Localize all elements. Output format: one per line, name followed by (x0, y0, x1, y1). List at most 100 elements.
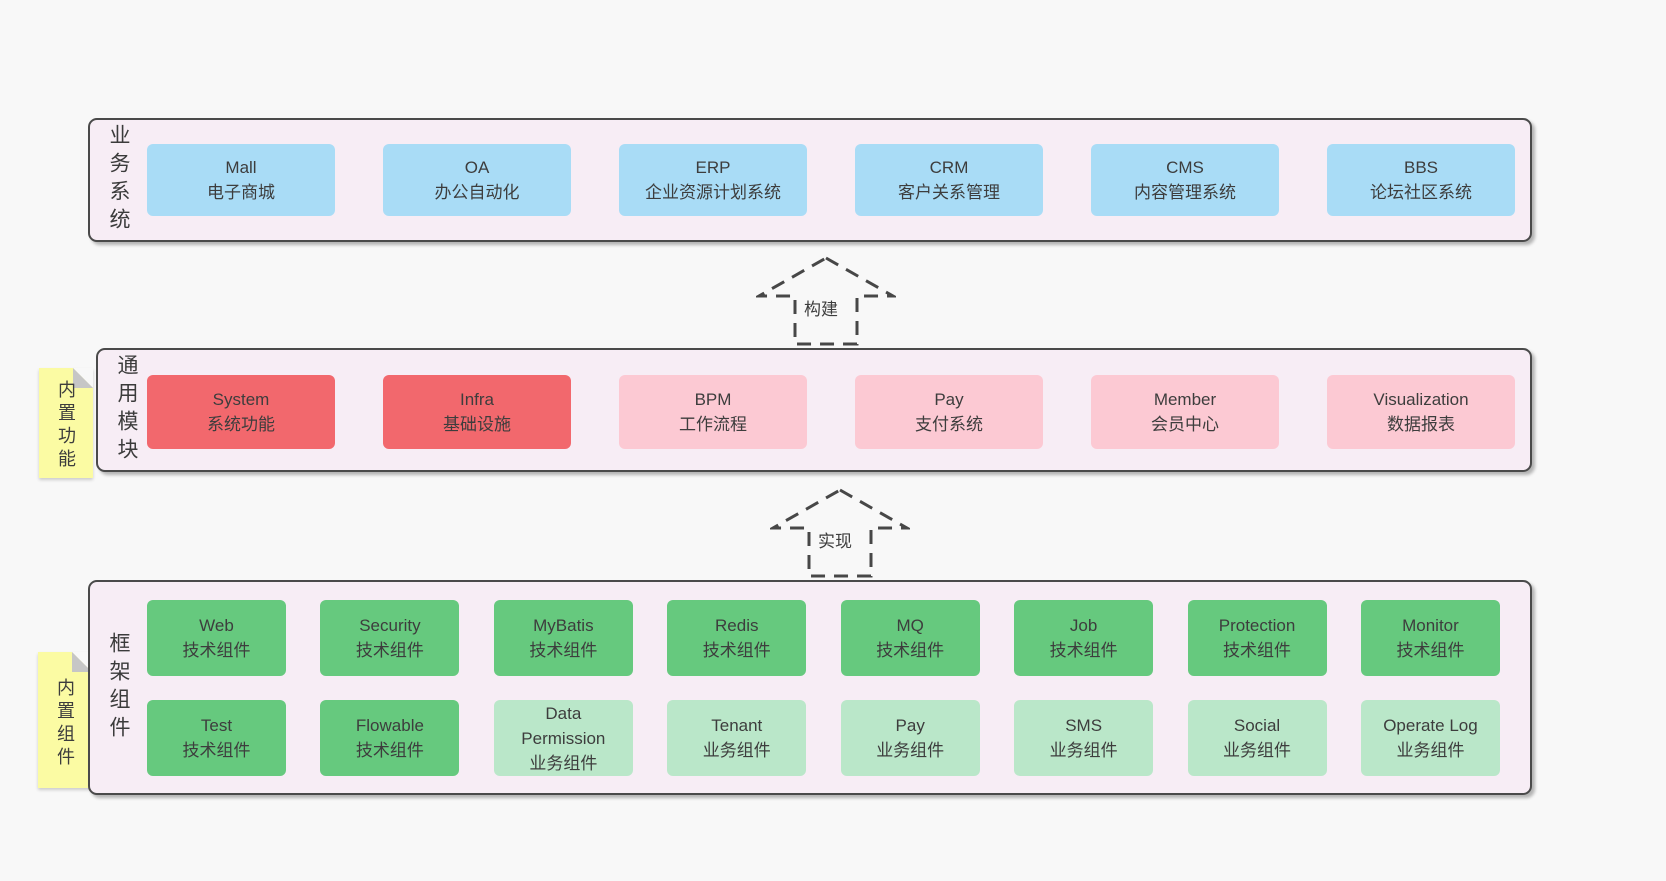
components-row-1: Web 技术组件 Security 技术组件 MyBatis 技术组件 Redi… (147, 600, 1500, 676)
arrow-up-build: 构建 (756, 255, 896, 347)
box-subtitle: 数据报表 (1387, 415, 1455, 434)
box-title: MQ (896, 616, 924, 635)
arrow-up-implement: 实现 (770, 487, 910, 579)
box-subtitle: 客户关系管理 (898, 183, 1000, 202)
business-panel-label: 业务系统 (107, 124, 130, 236)
dashed-up-arrow-icon (770, 488, 910, 578)
business-systems-panel: 业务系统 Mall 电子商城 OA 办公自动化 ERP 企业资源计划系统 CRM… (88, 118, 1532, 242)
sticky-note-text: 内置组件 (55, 678, 75, 771)
node-job: Job 技术组件 (1014, 600, 1154, 676)
node-cms: CMS 内容管理系统 (1091, 144, 1279, 216)
box-title: Social (1233, 716, 1281, 735)
box-subtitle: 技术组件 (182, 741, 251, 760)
box-title: MyBatis (533, 616, 594, 635)
box-title: Protection (1218, 616, 1296, 635)
node-member: Member 会员中心 (1091, 375, 1279, 449)
box-subtitle: 技术组件 (1396, 641, 1465, 660)
box-subtitle: 企业资源计划系统 (645, 183, 781, 202)
node-pay-system: Pay 支付系统 (855, 375, 1043, 449)
box-subtitle: 技术组件 (1049, 641, 1118, 660)
box-title: Job (1069, 616, 1098, 635)
arrow-build-label: 构建 (799, 295, 842, 320)
node-data-permission: Data Permission 业务组件 (493, 700, 633, 776)
box-title: Redis (715, 616, 759, 635)
components-panel-label: 框架组件 (107, 631, 130, 744)
box-title: Web (199, 616, 234, 635)
box-subtitle: 业务组件 (1396, 741, 1465, 760)
box-title: BPM (694, 390, 732, 409)
box-subtitle: 系统功能 (207, 415, 275, 434)
sticky-note-text: 内置功能 (56, 380, 76, 473)
node-flowable: Flowable 技术组件 (320, 700, 460, 776)
box-subtitle: 业务组件 (1223, 741, 1292, 760)
box-subtitle: 技术组件 (355, 741, 424, 760)
node-protection: Protection 技术组件 (1187, 600, 1327, 676)
box-subtitle: 技术组件 (1223, 641, 1292, 660)
box-title: Infra (459, 390, 495, 409)
dashed-up-arrow-icon (756, 256, 896, 346)
box-title: Monitor (1402, 616, 1459, 635)
modules-boxes-row: System 系统功能 Infra 基础设施 BPM 工作流程 Pay 支付系统… (147, 375, 1515, 449)
box-subtitle: 技术组件 (355, 641, 424, 660)
box-title: Test (200, 716, 233, 735)
business-boxes-row: Mall 电子商城 OA 办公自动化 ERP 企业资源计划系统 CRM 客户关系… (147, 144, 1515, 216)
folded-corner-icon (73, 368, 93, 388)
node-bpm: BPM 工作流程 (619, 375, 807, 449)
node-tenant: Tenant 业务组件 (667, 700, 807, 776)
box-title: Pay (895, 716, 925, 735)
node-system: System 系统功能 (147, 375, 335, 449)
node-bbs: BBS 论坛社区系统 (1327, 144, 1515, 216)
box-subtitle: 电子商城 (207, 183, 275, 202)
box-title: Mall (225, 158, 257, 177)
box-title: Flowable (355, 716, 424, 735)
arrow-implement-label: 实现 (813, 527, 856, 552)
box-subtitle: 支付系统 (915, 415, 983, 434)
box-title: Pay (934, 390, 964, 409)
box-title: Operate Log (1383, 716, 1478, 735)
node-operate-log: Operate Log 业务组件 (1360, 700, 1500, 776)
sticky-note-built-in-components: 内置组件 (38, 652, 92, 788)
node-mall: Mall 电子商城 (147, 144, 335, 216)
node-social: Social 业务组件 (1187, 700, 1327, 776)
box-title: SMS (1065, 716, 1103, 735)
box-subtitle: 技术组件 (876, 641, 945, 660)
box-subtitle: 技术组件 (702, 641, 771, 660)
node-sms: SMS 业务组件 (1014, 700, 1154, 776)
box-subtitle: 技术组件 (182, 641, 251, 660)
node-web: Web 技术组件 (147, 600, 286, 676)
box-title: Tenant (711, 716, 763, 735)
box-subtitle: 业务组件 (702, 741, 771, 760)
node-visualization: Visualization 数据报表 (1327, 375, 1515, 449)
node-redis: Redis 技术组件 (667, 600, 807, 676)
box-title: BBS (1403, 158, 1439, 177)
node-mybatis: MyBatis 技术组件 (493, 600, 633, 676)
box-title: Security (359, 616, 421, 635)
box-title: Data Permission (521, 703, 606, 748)
box-subtitle: 办公自动化 (434, 183, 520, 202)
box-title: OA (464, 158, 490, 177)
box-title: System (212, 390, 270, 409)
node-erp: ERP 企业资源计划系统 (619, 144, 807, 216)
box-subtitle: 会员中心 (1151, 415, 1219, 434)
box-subtitle: 基础设施 (443, 415, 511, 434)
framework-components-panel: 框架组件 Web 技术组件 Security 技术组件 MyBatis 技术组件… (88, 580, 1532, 795)
node-infra: Infra 基础设施 (383, 375, 571, 449)
box-title: ERP (695, 158, 731, 177)
box-subtitle: 论坛社区系统 (1370, 183, 1472, 202)
box-subtitle: 工作流程 (679, 415, 747, 434)
box-title: CMS (1166, 158, 1204, 177)
box-title: Visualization (1373, 390, 1469, 409)
node-mq: MQ 技术组件 (840, 600, 980, 676)
modules-panel-label: 通用模块 (115, 354, 138, 466)
node-pay-component: Pay 业务组件 (840, 700, 980, 776)
node-test: Test 技术组件 (147, 700, 286, 776)
sticky-note-built-in-features: 内置功能 (39, 368, 93, 478)
box-title: Member (1153, 390, 1217, 409)
components-row-2: Test 技术组件 Flowable 技术组件 Data Permission … (147, 700, 1500, 776)
node-monitor: Monitor 技术组件 (1360, 600, 1500, 676)
node-security: Security 技术组件 (320, 600, 460, 676)
box-subtitle: 业务组件 (529, 753, 598, 773)
box-title: CRM (929, 158, 969, 177)
box-subtitle: 技术组件 (529, 641, 598, 660)
node-oa: OA 办公自动化 (383, 144, 571, 216)
